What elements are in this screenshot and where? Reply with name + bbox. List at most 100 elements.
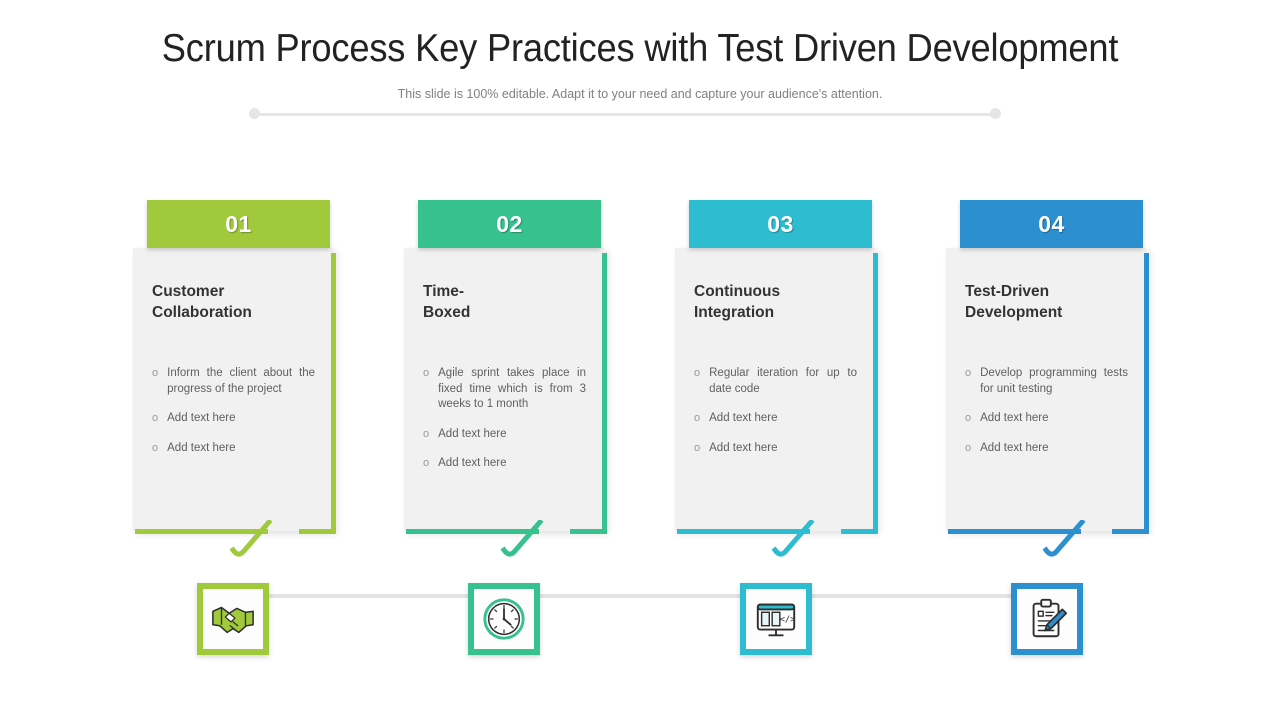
card-01[interactable]: Customer Collaboration o Inform the clie… [131, 200, 346, 557]
card-number: 03 [767, 210, 794, 237]
card-accent-bottom-left [406, 529, 539, 534]
icon-box-02[interactable] [468, 583, 540, 655]
card-bullet: o Add text here [152, 441, 315, 457]
card-number-tab[interactable]: 01 [147, 200, 330, 248]
card-04[interactable]: Test-Driven Development o Develop progra… [944, 200, 1159, 557]
card-accent-bottom-left [677, 529, 810, 534]
card-bullet: o Add text here [423, 427, 586, 443]
bullet-marker-icon: o [965, 412, 972, 424]
card-accent-right [873, 253, 878, 531]
card-bullet-text: Add text here [980, 441, 1049, 454]
card-title: Time- Boxed [423, 281, 586, 323]
slide-subtitle: This slide is 100% editable. Adapt it to… [397, 87, 883, 101]
svg-text:</>: </> [780, 615, 796, 625]
card-02[interactable]: Time- Boxed o Agile sprint takes place i… [402, 200, 617, 557]
card-bullet: o Add text here [965, 441, 1128, 457]
bullet-marker-icon: o [694, 367, 701, 379]
card-title-line2: Integration [694, 304, 775, 321]
bullet-marker-icon: o [694, 412, 701, 424]
card-title-line1: Test-Driven [965, 283, 1050, 300]
card-bullet: o Regular iteration for up to date code [694, 366, 857, 397]
bullet-marker-icon: o [965, 367, 972, 379]
card-title: Test-Driven Development [965, 281, 1128, 323]
card-bullet-text: Add text here [438, 457, 507, 469]
card-bullet-text: Regular iteration for up to date code [709, 367, 857, 395]
card-accent-bottom-right [570, 529, 607, 534]
card-title-line2: Boxed [423, 304, 471, 321]
card-bullet-text: Inform the client about the progress of … [167, 367, 315, 395]
card-number: 02 [496, 210, 523, 237]
card-tail-icon [771, 520, 815, 557]
card-bullet: o Agile sprint takes place in fixed time… [423, 366, 586, 413]
bullet-marker-icon: o [965, 441, 972, 454]
card-bullet: o Add text here [965, 411, 1128, 427]
monitor-code-icon: </> [756, 603, 796, 637]
bullet-marker-icon: o [423, 427, 430, 440]
bullet-marker-icon: o [152, 367, 159, 379]
card-bullet-list: o Develop programming tests for unit tes… [965, 366, 1128, 456]
clock-icon [483, 598, 525, 640]
divider-dot-right [990, 108, 1001, 119]
card-bullet: o Develop programming tests for unit tes… [965, 366, 1128, 397]
card-tail-icon [229, 520, 273, 557]
card-accent-bottom-right [1112, 529, 1149, 534]
card-body: Continuous Integration o Regular iterati… [675, 248, 876, 531]
card-title-line1: Time- [423, 283, 465, 300]
card-title-line1: Continuous [694, 283, 781, 300]
card-accent-right [1144, 253, 1149, 531]
card-accent-bottom-right [841, 529, 878, 534]
card-number: 04 [1038, 210, 1065, 237]
clipboard-pencil-icon [1032, 598, 1068, 638]
card-bullet-text: Add text here [438, 427, 507, 440]
card-bullet-list: o Agile sprint takes place in fixed time… [423, 366, 586, 472]
card-number-tab[interactable]: 02 [418, 200, 601, 248]
icon-box-03[interactable]: </> [740, 583, 812, 655]
bullet-marker-icon: o [423, 367, 430, 379]
icon-box-04[interactable] [1011, 583, 1083, 655]
card-bullet-list: o Regular iteration for up to date code … [694, 366, 857, 456]
bullet-marker-icon: o [152, 412, 159, 424]
card-title: Continuous Integration [694, 281, 857, 323]
card-accent-right [602, 253, 607, 531]
page-title: Scrum Process Key Practices with Test Dr… [161, 27, 1119, 70]
card-title-line2: Collaboration [152, 304, 252, 321]
bullet-marker-icon: o [694, 441, 701, 454]
card-bullet: o Add text here [423, 456, 586, 472]
card-bullet-text: Agile sprint takes place in fixed time w… [438, 367, 586, 410]
card-bullet: o Add text here [694, 411, 857, 427]
card-number: 01 [225, 210, 252, 237]
card-bullet-text: Add text here [709, 441, 778, 454]
card-bullet: o Add text here [152, 411, 315, 427]
card-bullet: o Inform the client about the progress o… [152, 366, 315, 397]
header-divider [249, 108, 1001, 120]
handshake-icon [212, 606, 254, 634]
card-bullet-text: Develop programming tests for unit testi… [980, 367, 1128, 395]
card-body: Test-Driven Development o Develop progra… [946, 248, 1147, 531]
bullet-marker-icon: o [152, 441, 159, 454]
card-accent-right [331, 253, 336, 531]
card-title: Customer Collaboration [152, 281, 315, 323]
card-tail-icon [500, 520, 544, 557]
card-bullet-list: o Inform the client about the progress o… [152, 366, 315, 456]
divider-line [249, 112, 1001, 116]
card-03[interactable]: Continuous Integration o Regular iterati… [673, 200, 888, 557]
card-title-line2: Development [965, 304, 1063, 321]
icon-box-01[interactable] [197, 583, 269, 655]
slide-header: Scrum Process Key Practices with Test Dr… [0, 0, 1280, 101]
card-number-tab[interactable]: 04 [960, 200, 1143, 248]
card-number-tab[interactable]: 03 [689, 200, 872, 248]
card-accent-bottom-right [299, 529, 336, 534]
card-body: Customer Collaboration o Inform the clie… [133, 248, 334, 531]
card-tail-icon [1042, 520, 1086, 557]
card-bullet-text: Add text here [167, 441, 236, 454]
card-accent-bottom-left [135, 529, 268, 534]
divider-dot-left [249, 108, 260, 119]
card-bullet-text: Add text here [709, 412, 778, 424]
card-title-line1: Customer [152, 283, 225, 300]
card-accent-bottom-left [948, 529, 1081, 534]
bullet-marker-icon: o [423, 457, 430, 469]
card-bullet-text: Add text here [167, 412, 236, 424]
card-bullet: o Add text here [694, 441, 857, 457]
